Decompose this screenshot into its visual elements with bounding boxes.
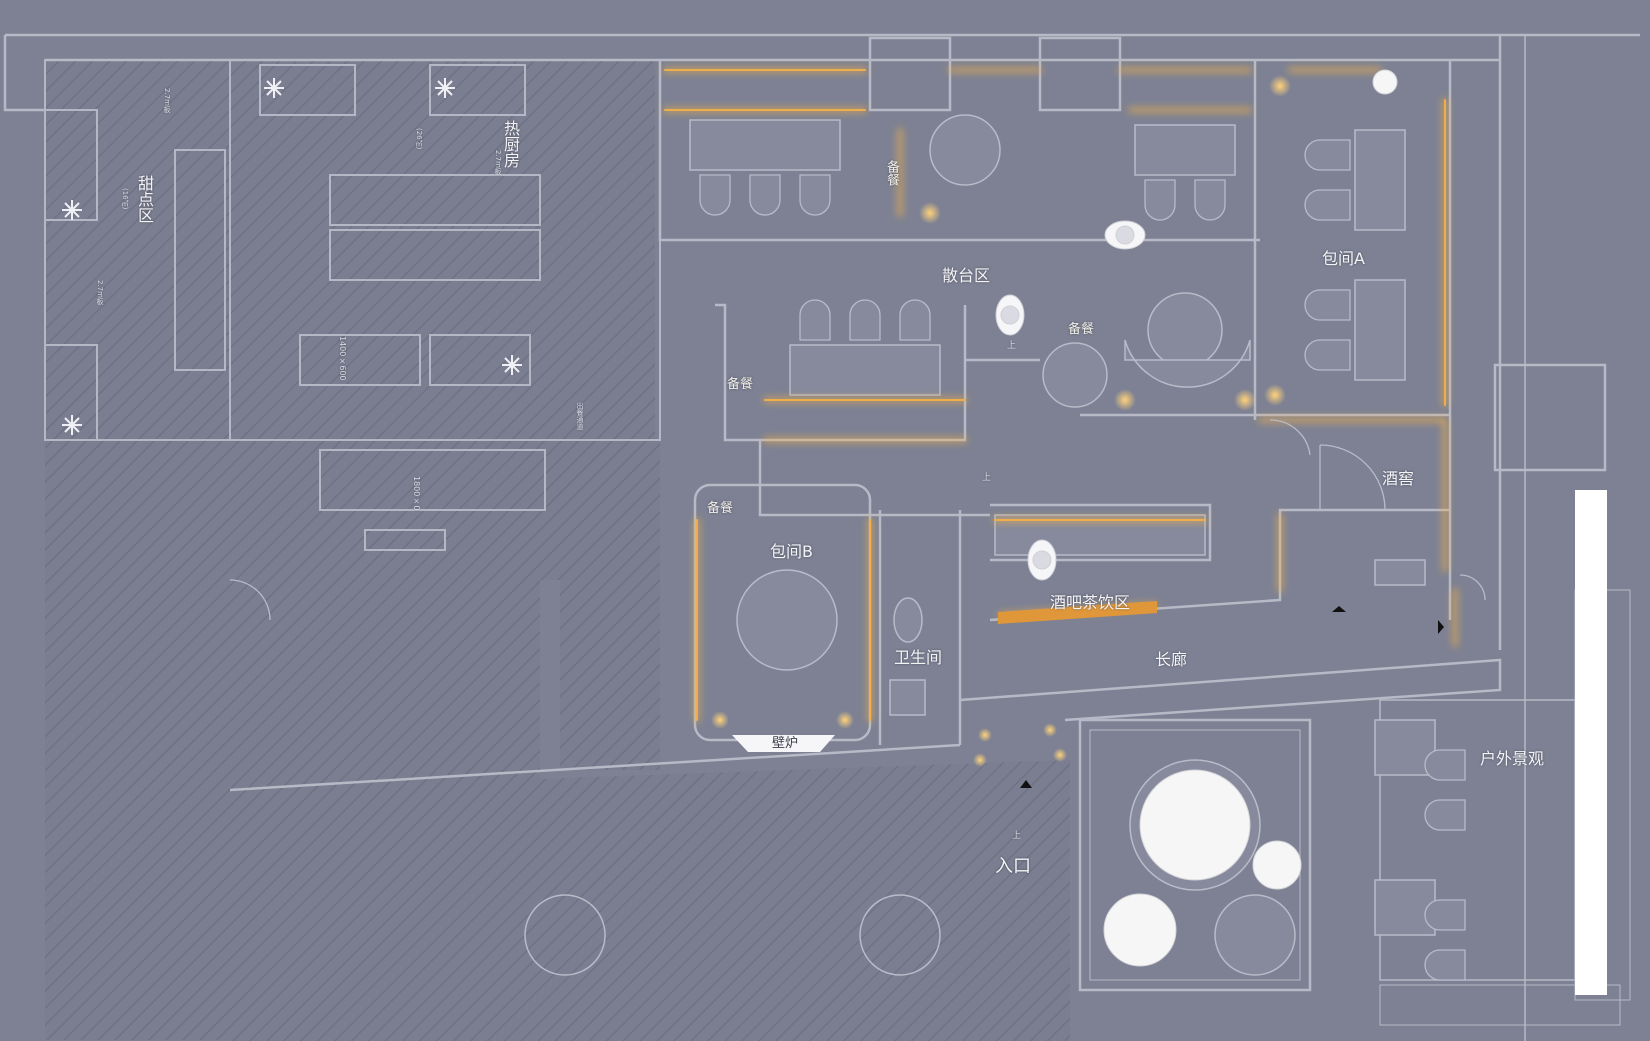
label-hot-kitchen: 热厨房: [501, 120, 520, 168]
label-hot-kitchen-area: (26㎡): [415, 128, 423, 150]
light-strips: [663, 68, 1457, 722]
label-tag-c: 2.7m板: [96, 280, 104, 305]
label-room-a: 包间A: [1322, 249, 1365, 268]
label-tag-d: 出餐通道: [576, 402, 584, 430]
label-wine-cellar: 酒窖: [1382, 469, 1415, 488]
lamps: [711, 75, 1291, 767]
label-corridor: 长廊: [1155, 650, 1188, 669]
label-dessert-zone: 甜点区: [135, 175, 154, 223]
hatched-areas: [45, 60, 1070, 1041]
outdoor-white-wall: [1575, 490, 1607, 995]
label-restroom: 卫生间: [894, 648, 943, 667]
label-up-1: 上: [1007, 341, 1017, 351]
label-service-3: 备餐: [727, 377, 754, 392]
chairs: [699, 139, 1466, 981]
label-tag-a: 2.7m板: [163, 88, 171, 113]
label-dim-2: 1800×0: [412, 476, 421, 511]
bar-counter-strip: [998, 601, 1157, 624]
person-icon: [995, 220, 1146, 581]
label-service-4: 备餐: [707, 501, 734, 516]
building-walls: [3, 33, 1640, 1041]
label-room-b: 包间B: [770, 542, 813, 561]
label-tag-b: 2.7m板: [494, 150, 502, 175]
label-entrance: 入口: [995, 856, 1031, 877]
label-up-2: 上: [982, 473, 992, 483]
label-dim-1: 1400×600: [338, 336, 347, 381]
door-icon: [229, 419, 1486, 621]
label-santai-zone: 散台区: [942, 266, 991, 285]
label-outdoor: 户外景观: [1480, 749, 1545, 768]
fireplace: [732, 735, 835, 752]
label-service-1: 备餐: [884, 160, 899, 186]
tree-icon: [1103, 69, 1398, 967]
label-dessert-area: (16㎡): [121, 188, 129, 210]
arrow-up-icon: [1020, 606, 1444, 788]
label-bar-tea-zone: 酒吧茶饮区: [1050, 593, 1131, 612]
label-up-3: 上: [1012, 831, 1022, 841]
label-fireplace: 壁炉: [772, 736, 799, 751]
label-service-2: 备餐: [1068, 322, 1095, 337]
fan-icon: [62, 78, 522, 435]
